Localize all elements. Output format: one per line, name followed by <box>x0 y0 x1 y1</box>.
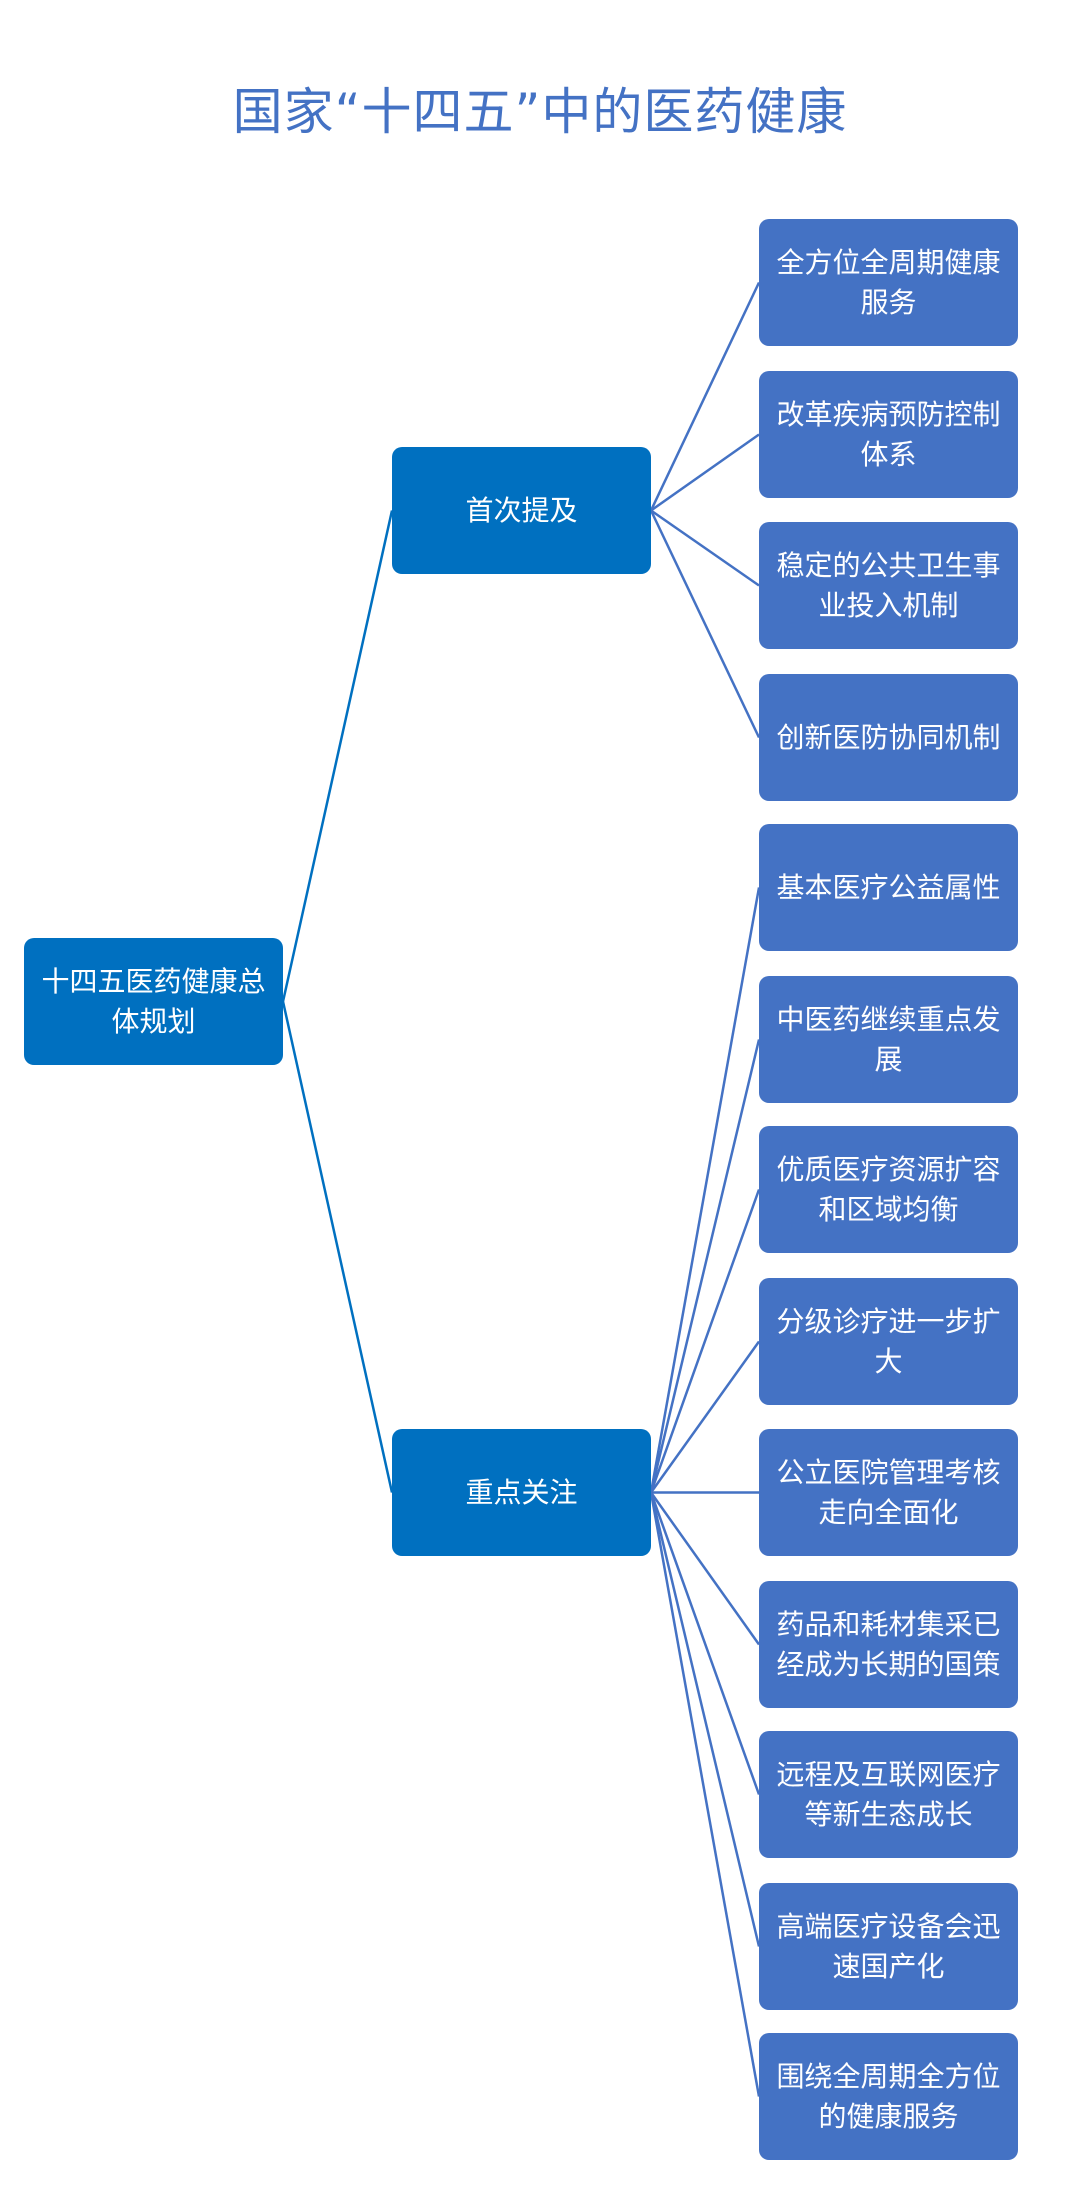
leaf-node: 优质医疗资源扩容和区域均衡 <box>759 1126 1018 1253</box>
leaf-node: 改革疾病预防控制体系 <box>759 371 1018 498</box>
connector-line <box>649 1340 761 1494</box>
leaf-node: 全方位全周期健康服务 <box>759 219 1018 346</box>
leaf-node: 远程及互联网医疗等新生态成长 <box>759 1731 1018 1858</box>
connector-line <box>649 1189 761 1493</box>
leaf-node: 高端医疗设备会迅速国产化 <box>759 1883 1018 2010</box>
connector-line <box>649 509 761 739</box>
connector-line <box>650 433 760 512</box>
connector-line <box>649 281 761 512</box>
connector-line <box>649 1492 761 1795</box>
connector-line <box>649 887 761 1493</box>
leaf-node: 中医药继续重点发展 <box>759 976 1018 1103</box>
branch-node-key-focus: 重点关注 <box>392 1429 651 1556</box>
connector-line <box>649 1491 761 1646</box>
connector-line <box>650 509 760 587</box>
connector-line <box>649 1492 761 2097</box>
leaf-node: 药品和耗材集采已经成为长期的国策 <box>759 1581 1018 1708</box>
leaf-node: 公立医院管理考核走向全面化 <box>759 1429 1018 1556</box>
leaf-node: 创新医防协同机制 <box>759 674 1018 801</box>
branch-node-first-mention: 首次提及 <box>392 447 651 574</box>
root-node: 十四五医药健康总体规划 <box>24 938 283 1065</box>
leaf-node: 基本医疗公益属性 <box>759 824 1018 951</box>
leaf-node: 分级诊疗进一步扩大 <box>759 1278 1018 1405</box>
connector-line <box>649 1039 761 1493</box>
page-title: 国家“十四五”中的医药健康 <box>232 83 848 141</box>
leaf-node: 稳定的公共卫生事业投入机制 <box>759 522 1018 649</box>
connector-line <box>281 510 394 1002</box>
connector-line <box>649 1492 761 1947</box>
connector-line <box>281 1001 394 1493</box>
leaf-node: 围绕全周期全方位的健康服务 <box>759 2033 1018 2160</box>
